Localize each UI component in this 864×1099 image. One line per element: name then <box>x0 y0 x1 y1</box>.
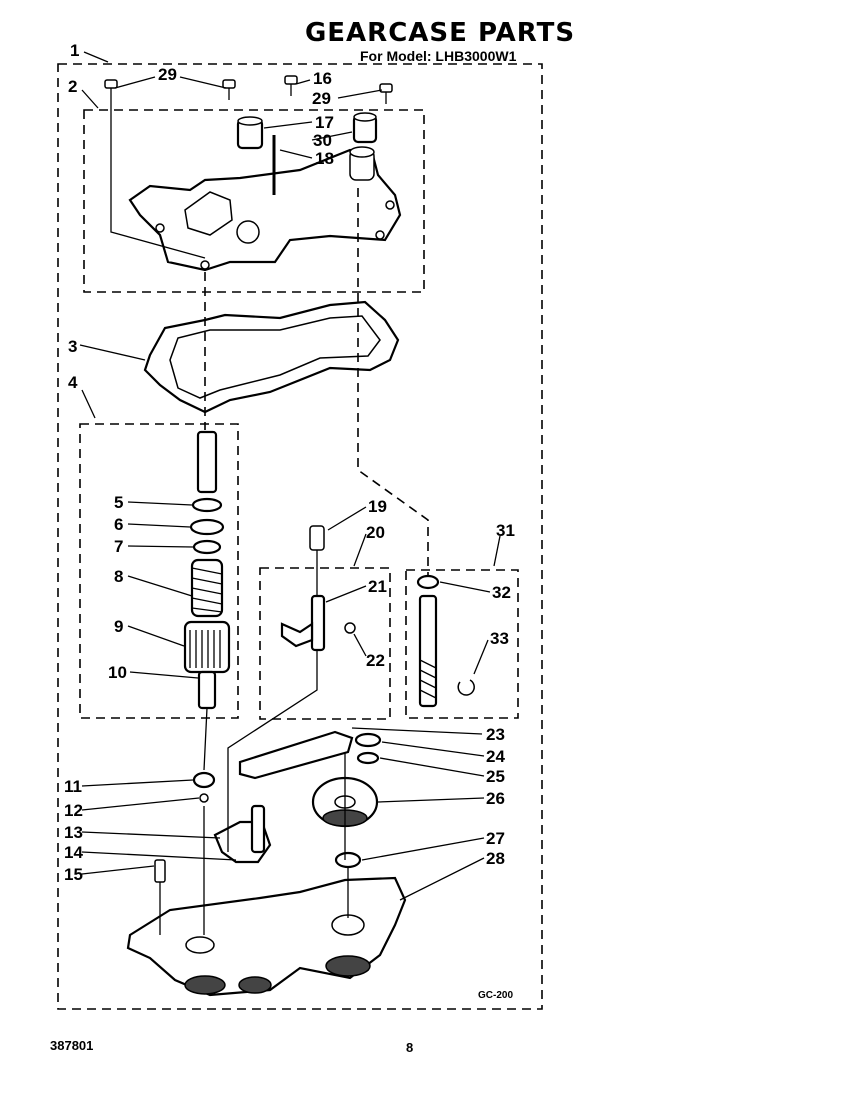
callout-9: 9 <box>114 617 123 636</box>
callout-4: 4 <box>68 373 78 392</box>
shifter-assembly <box>280 525 356 652</box>
screw-29-mid <box>222 79 236 100</box>
callout-29-b: 29 <box>312 89 331 108</box>
cover-assembly-box <box>83 109 425 293</box>
callout-22: 22 <box>366 651 385 670</box>
callout-1: 1 <box>70 41 79 60</box>
callout-14: 14 <box>64 843 83 862</box>
washer-24 <box>354 732 382 748</box>
shifter-box <box>259 567 391 720</box>
pin-15 <box>154 859 166 883</box>
gasket-inner <box>169 315 381 399</box>
callout-24: 24 <box>486 747 505 766</box>
drive-shaft-box <box>79 423 239 719</box>
callout-32: 32 <box>492 583 511 602</box>
callout-17: 17 <box>315 113 334 132</box>
washer-11 <box>192 771 216 789</box>
outer-assembly-frame <box>57 63 543 1010</box>
pinion-box <box>405 569 519 719</box>
callout-2: 2 <box>68 77 77 96</box>
drive-shaft-assembly <box>183 430 231 710</box>
callout-20: 20 <box>366 523 385 542</box>
callout-23: 23 <box>486 725 505 744</box>
callout-15: 15 <box>64 865 83 884</box>
page-number: 8 <box>406 1040 414 1055</box>
callout-33: 33 <box>490 629 509 648</box>
callout-27: 27 <box>486 829 505 848</box>
pinion-assembly <box>416 574 475 708</box>
callout-11: 11 <box>64 777 82 796</box>
callout-18: 18 <box>315 149 334 168</box>
leader-lines <box>79 51 501 901</box>
callout-19: 19 <box>368 497 387 516</box>
callout-16: 16 <box>313 69 332 88</box>
callout-25: 25 <box>486 767 505 786</box>
washer-25 <box>356 751 380 765</box>
callout-7: 7 <box>114 537 123 556</box>
connecting-arm-23 <box>238 730 354 780</box>
screw-29-left <box>104 79 118 100</box>
model-subtitle: For Model: LHB3000W1 <box>360 48 517 64</box>
callout-31: 31 <box>496 521 515 540</box>
callout-5: 5 <box>114 493 123 512</box>
callout-21: 21 <box>368 577 387 596</box>
callout-30: 30 <box>313 131 332 150</box>
diagram-code: GC-200 <box>478 990 514 1001</box>
callout-6: 6 <box>114 515 123 534</box>
callout-labels: 1 2 29 16 29 17 30 18 3 4 5 6 7 8 9 10 1… <box>64 41 515 884</box>
gearcase-base-28 <box>126 876 407 997</box>
screw-16 <box>284 75 298 96</box>
callout-8: 8 <box>114 567 123 586</box>
document-number: 387801 <box>50 1038 94 1053</box>
post-14 <box>250 804 266 854</box>
washer-27 <box>334 851 362 869</box>
bushing-17 <box>236 116 264 150</box>
assembly-centerlines <box>110 100 429 935</box>
bushing-30 <box>352 112 378 144</box>
page-title: GEARCASE PARTS <box>304 18 576 48</box>
ball-12 <box>199 793 209 803</box>
gearcase-cover <box>128 146 402 272</box>
callout-26: 26 <box>486 789 505 808</box>
screw-29-right <box>379 83 393 104</box>
callout-29-a: 29 <box>158 65 177 84</box>
callout-10: 10 <box>108 663 127 682</box>
callout-28: 28 <box>486 849 505 868</box>
callout-3: 3 <box>68 337 77 356</box>
callout-12: 12 <box>64 801 83 820</box>
callout-13: 13 <box>64 823 83 842</box>
